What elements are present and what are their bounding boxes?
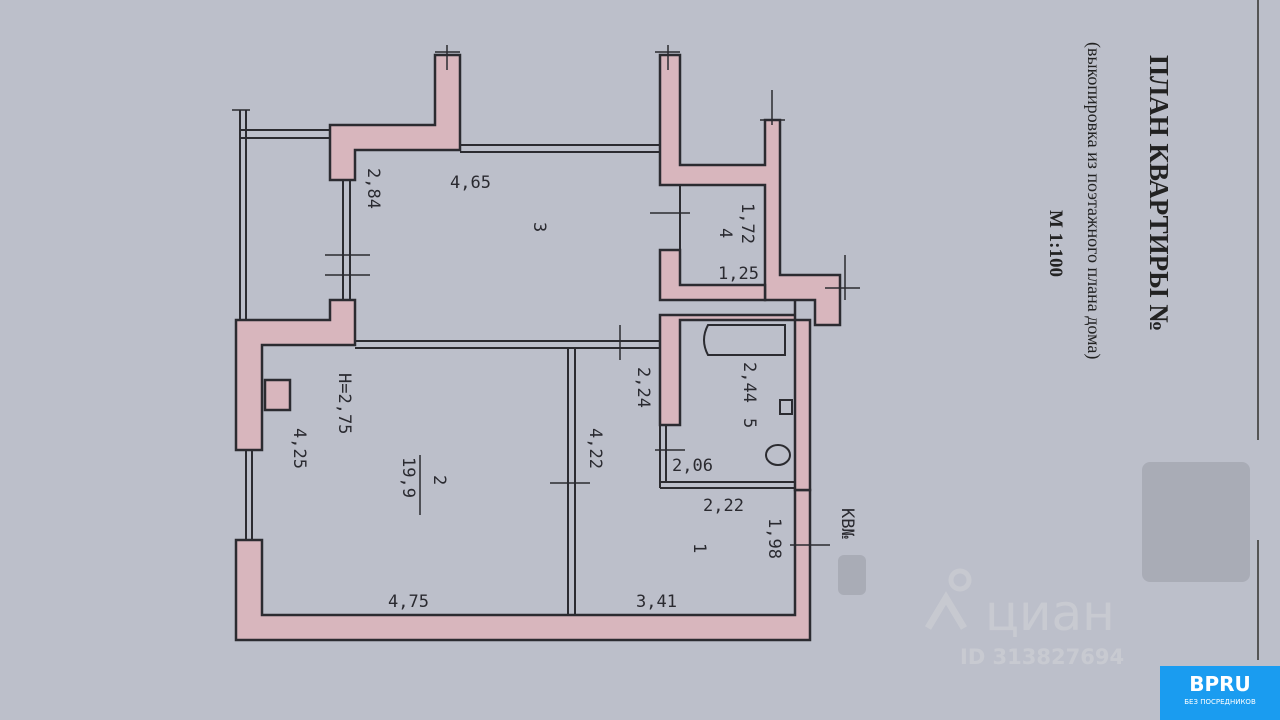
plan-scale: М 1:100 [1045, 210, 1066, 277]
dim-room5-b: 2,24 [633, 367, 653, 408]
plan-subtitle: (выкопировка из поэтажного плана дома) [1083, 42, 1104, 359]
walls [234, 53, 842, 642]
dim-room2-b: 4,75 [388, 592, 429, 612]
room2-area: 19,9 [398, 457, 418, 498]
cian-id: ID 313827694 [960, 645, 1124, 669]
redacted-apartment [838, 555, 866, 595]
redacted-number [1142, 462, 1250, 582]
cian-brand: циан [985, 584, 1115, 642]
dim-room5-a: 2,44 [739, 362, 759, 403]
dim-room4-a: 1,72 [737, 203, 757, 244]
dim-room1-b: 1,98 [764, 518, 784, 559]
room2-number: 2 [429, 475, 449, 485]
room1-number: 1 [689, 543, 709, 553]
dim-room1-a: 2,22 [703, 496, 744, 516]
dim-room1-c: 3,41 [636, 592, 677, 612]
axis-ticks [232, 45, 860, 546]
room5-number: 5 [739, 418, 759, 428]
dim-room2-c: 4,22 [585, 428, 605, 469]
dim-room5-c: 2,06 [672, 456, 713, 476]
dim-room2-a: 4,25 [289, 428, 309, 469]
toilet-icon [765, 444, 791, 466]
dim-room4-b: 1,25 [718, 264, 759, 284]
cian-watermark: циан ID 313827694 [924, 568, 1124, 669]
bpru-tagline: БЕЗ ПОСРЕДНИКОВ [1184, 698, 1256, 706]
cian-logo-icon [924, 591, 968, 630]
dim-room3-depth: 2,84 [363, 168, 383, 209]
bpru-name: BPRU [1189, 672, 1251, 696]
dim-room3-width: 4,65 [450, 173, 491, 193]
location-pin-icon [948, 568, 972, 592]
sink-icon [779, 399, 793, 415]
room4-number: 4 [715, 228, 735, 238]
ceiling-height: H=2,75 [334, 373, 354, 434]
apartment-label: КВ№ [837, 508, 857, 539]
bathtub-icon [703, 324, 786, 356]
bpru-badge[interactable]: BPRU БЕЗ ПОСРЕДНИКОВ [1160, 666, 1280, 720]
plan-title: ПЛАН КВАРТИРЫ № [1144, 55, 1174, 331]
room3-number: 3 [529, 222, 549, 232]
